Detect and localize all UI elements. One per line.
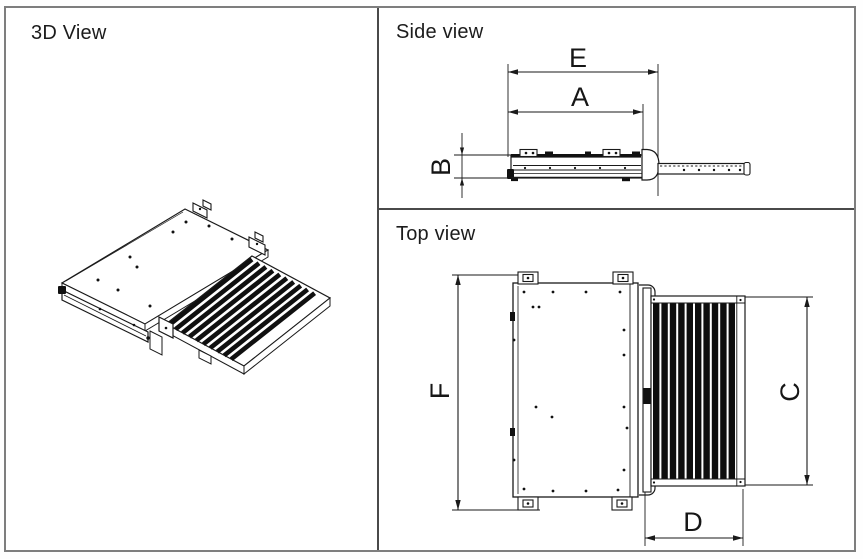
panel-title-3d-view: 3D View [31, 22, 107, 44]
panel-title-side-view: Side view [396, 21, 484, 43]
panel-title-top-view: Top view [396, 223, 476, 245]
panel-divider-vertical [377, 8, 379, 550]
sheet-frame [4, 6, 856, 552]
panel-divider-horizontal [377, 208, 854, 210]
